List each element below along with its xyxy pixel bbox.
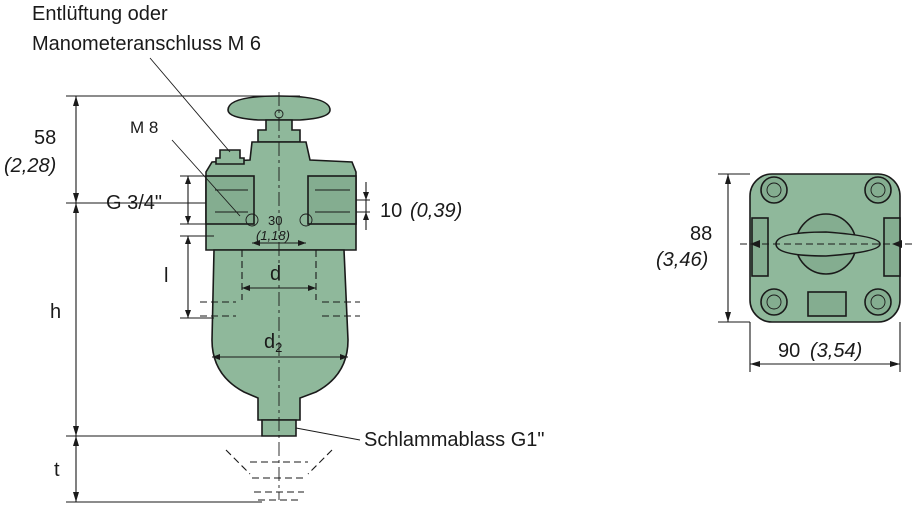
dim-10-inch: (0,39) (410, 200, 462, 222)
side-dimensions (66, 57, 370, 503)
sludge-drain-label: Schlammablass G1" (364, 429, 545, 451)
vent-label-line1: Entlüftung oder (32, 3, 168, 25)
filter-bowl (211, 249, 349, 421)
dim-30-inch: (1,18) (256, 228, 290, 243)
vent-label-line2: Manometeranschluss M 6 (32, 33, 261, 55)
dim-d2-sub: 2 (275, 340, 282, 355)
corner-bolts (760, 176, 892, 316)
handle-knob (227, 95, 331, 121)
g34-label: G 3/4" (106, 192, 162, 214)
dim-d2-base: d (264, 331, 275, 353)
filter-top-view (740, 173, 912, 323)
vent-screw (215, 149, 245, 165)
dim-h: h (50, 301, 61, 323)
dim-30: 30 (268, 213, 282, 228)
dim-58-inch: (2,28) (4, 155, 56, 177)
dim-t: t (54, 459, 60, 481)
m8-label: M 8 (130, 118, 158, 137)
dim-l: l (164, 265, 168, 287)
filter-side-view (200, 92, 360, 501)
dim-d: d (270, 263, 281, 285)
dim-d2: d2 (264, 331, 282, 355)
dim-88: 88 (690, 223, 712, 245)
dim-10: 10 (380, 200, 402, 222)
dim-90: 90 (778, 340, 800, 362)
top-dimensions (718, 173, 901, 372)
dim-88-inch: (3,46) (656, 249, 708, 271)
dim-90-inch: (3,54) (810, 340, 862, 362)
dim-58: 58 (34, 127, 56, 149)
